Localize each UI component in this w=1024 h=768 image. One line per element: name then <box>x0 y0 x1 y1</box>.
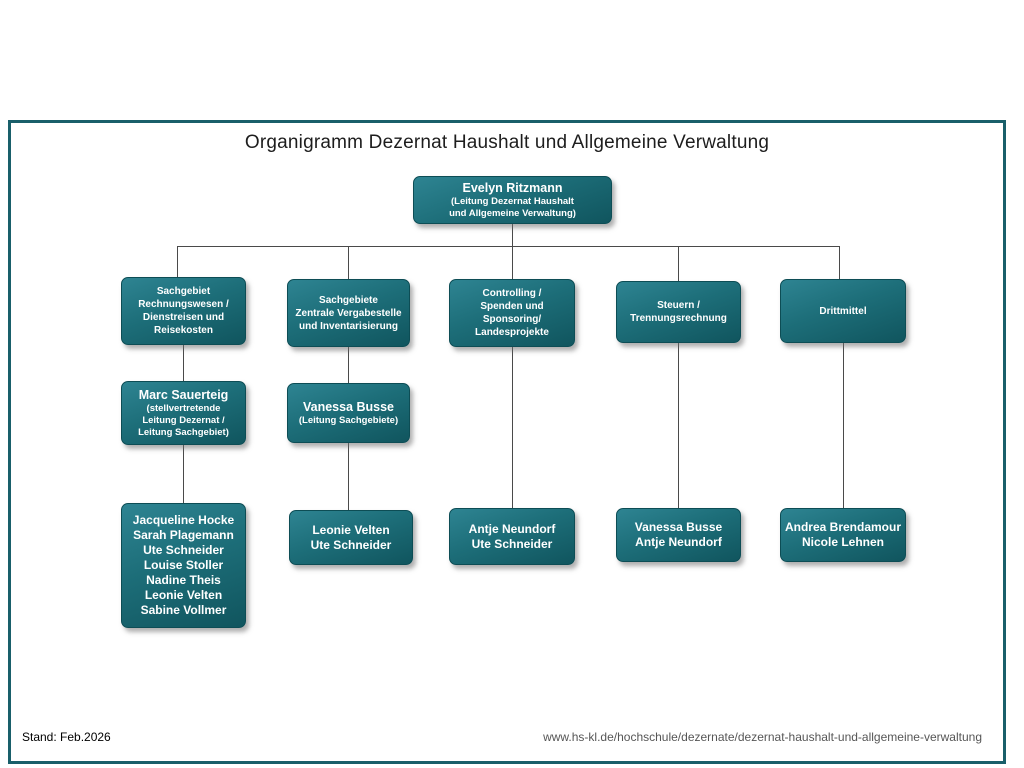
org-box-lead-sauerteig: Marc Sauerteig (stellvertretende Leitung… <box>121 381 246 445</box>
connector-col3-long <box>512 347 513 508</box>
staff-names: Vanessa Busse Antje Neundorf <box>634 520 723 549</box>
staff-names: Jacqueline Hocke Sarah Plagemann Ute Sch… <box>132 513 235 617</box>
org-box-staff-controlling: Antje Neundorf Ute Schneider <box>449 508 575 565</box>
staff-names: Antje Neundorf Ute Schneider <box>468 521 556 551</box>
connector-col2-low <box>348 443 349 510</box>
connector-main-horizontal <box>177 246 840 247</box>
org-box-dept-drittmittel: Drittmittel <box>780 279 906 343</box>
org-box-leitung: Evelyn Ritzmann (Leitung Dezernat Hausha… <box>413 176 612 224</box>
org-box-dept-controlling: Controlling / Spenden und Sponsoring/ La… <box>449 279 575 347</box>
org-box-dept-vergabestelle: Sachgebiete Zentrale Vergabestelle und I… <box>287 279 410 347</box>
dept-label: Controlling / Spenden und Sponsoring/ La… <box>475 288 549 338</box>
lead-name: Vanessa Busse <box>302 399 395 414</box>
connector-col4-top <box>678 246 679 281</box>
lead-role: (Leitung Sachgebiete) <box>298 414 399 426</box>
root-role: (Leitung Dezernat Haushalt und Allgemein… <box>449 195 576 219</box>
org-box-lead-busse: Vanessa Busse (Leitung Sachgebiete) <box>287 383 410 443</box>
dept-label: Steuern / Trennungsrechnung <box>630 300 727 324</box>
org-box-dept-steuern: Steuern / Trennungsrechnung <box>616 281 741 343</box>
org-box-staff-steuern: Vanessa Busse Antje Neundorf <box>616 508 741 562</box>
org-box-staff-vergabestelle: Leonie Velten Ute Schneider <box>289 510 413 565</box>
connector-col1-low <box>183 445 184 503</box>
staff-names: Andrea Brendamour Nicole Lehnen <box>784 520 902 549</box>
connector-col1-mid <box>183 345 184 381</box>
connector-col3-top <box>512 246 513 279</box>
connector-col4-long <box>678 343 679 508</box>
org-box-staff-rechnungswesen: Jacqueline Hocke Sarah Plagemann Ute Sch… <box>121 503 246 628</box>
dept-label: Sachgebiet Rechnungswesen / Dienstreisen… <box>138 286 229 336</box>
root-name: Evelyn Ritzmann <box>462 180 563 195</box>
dept-label: Drittmittel <box>819 305 867 317</box>
org-box-staff-drittmittel: Andrea Brendamour Nicole Lehnen <box>780 508 906 562</box>
footer-url: www.hs-kl.de/hochschule/dezernate/dezern… <box>543 730 982 744</box>
lead-name: Marc Sauerteig <box>138 387 229 402</box>
dept-label: Sachgebiete Zentrale Vergabestelle und I… <box>295 294 402 332</box>
connector-col5-top <box>839 246 840 279</box>
connector-col2-top <box>348 246 349 279</box>
page-title: Organigramm Dezernat Haushalt und Allgem… <box>244 132 770 153</box>
lead-role: (stellvertretende Leitung Dezernat / Lei… <box>138 402 229 438</box>
connector-col5-long <box>843 343 844 508</box>
connector-root-vertical <box>512 224 513 246</box>
connector-col1-top <box>177 246 178 277</box>
connector-col2-mid <box>348 347 349 383</box>
staff-names: Leonie Velten Ute Schneider <box>310 522 392 552</box>
org-box-dept-rechnungswesen: Sachgebiet Rechnungswesen / Dienstreisen… <box>121 277 246 345</box>
footer-date: Stand: Feb.2026 <box>22 730 111 744</box>
